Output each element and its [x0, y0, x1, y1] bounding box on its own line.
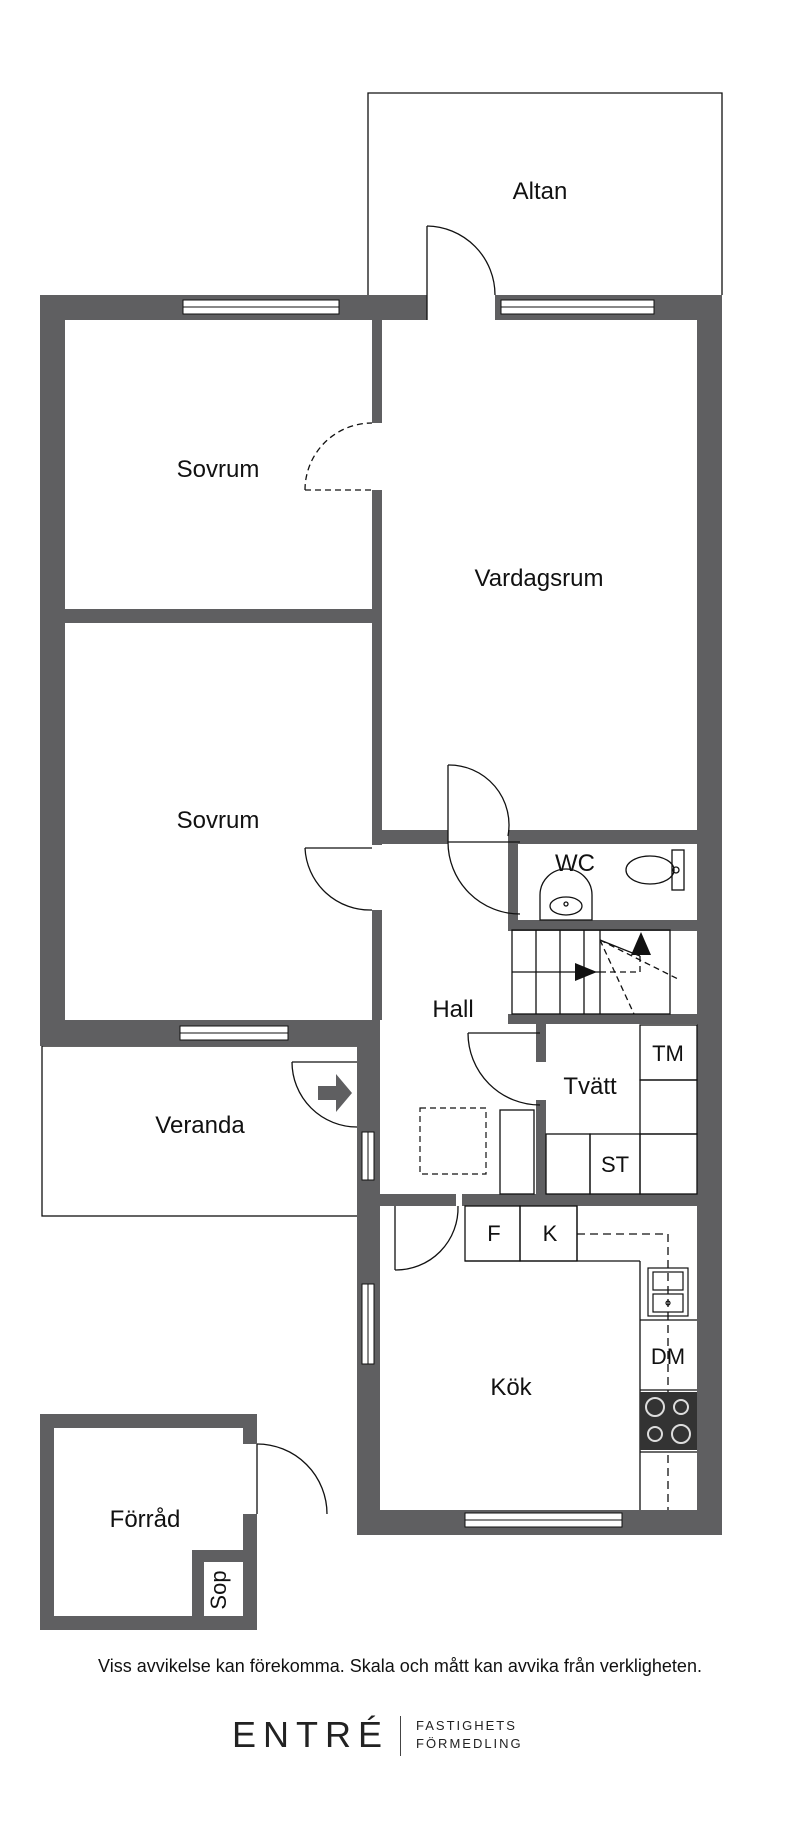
outer-walls	[40, 295, 722, 1535]
room-label-sovrum-2: Sovrum	[177, 807, 260, 834]
room-label-tvatt: Tvätt	[563, 1073, 617, 1100]
kitchen-sink-icon	[647, 1267, 689, 1317]
room-label-vardagsrum: Vardagsrum	[475, 565, 604, 592]
stove-icon	[640, 1392, 697, 1450]
room-label-altan: Altan	[513, 178, 568, 205]
fixture-label-k: K	[543, 1221, 558, 1246]
room-label-sovrum-1: Sovrum	[177, 456, 260, 483]
room-label-veranda: Veranda	[155, 1112, 245, 1139]
hall-closet-dashed	[419, 1107, 487, 1175]
brand-logo: ENTRÉ FASTIGHETS FÖRMEDLING	[0, 1710, 800, 1760]
brand-name: ENTRÉ	[232, 1714, 390, 1755]
altan-outline	[367, 92, 723, 295]
doors	[291, 225, 541, 1271]
fixture-label-dm: DM	[651, 1344, 685, 1369]
entrance-arrow-icon	[318, 1074, 352, 1112]
stairs	[511, 929, 681, 1015]
wc-sink-icon	[539, 868, 593, 921]
interior-walls	[63, 318, 700, 1206]
laundry-units	[545, 1024, 698, 1195]
room-label-hall: Hall	[432, 996, 473, 1023]
stair-arrow-up-icon	[631, 932, 651, 955]
storage-door	[256, 1443, 328, 1515]
hall-cabinet	[499, 1109, 535, 1195]
brand-line-2: FÖRMEDLING	[416, 1736, 523, 1751]
windows	[179, 299, 655, 1528]
room-label-kok: Kök	[490, 1374, 532, 1401]
brand-line-1: FASTIGHETS	[416, 1718, 517, 1733]
fixture-label-tm: TM	[652, 1041, 684, 1066]
brand-divider	[400, 1716, 401, 1756]
fixture-label-f: F	[487, 1221, 500, 1246]
room-label-forrad: Förråd	[110, 1506, 181, 1533]
toilet-cistern	[671, 849, 685, 891]
floor-plan: Altan Sovrum Vardagsrum Sovrum WC Hall T…	[40, 92, 723, 1630]
fixture-label-st: ST	[601, 1152, 629, 1177]
fixture-label-sop: Sop	[206, 1570, 231, 1609]
disclaimer-text: Viss avvikelse kan förekomma. Skala och …	[98, 1656, 702, 1676]
room-label-wc: WC	[555, 850, 595, 877]
wc-fixtures	[539, 849, 685, 921]
stair-arrow-right-icon	[575, 963, 597, 981]
toilet-bowl-icon	[625, 855, 675, 885]
storage-walls	[40, 1414, 257, 1630]
